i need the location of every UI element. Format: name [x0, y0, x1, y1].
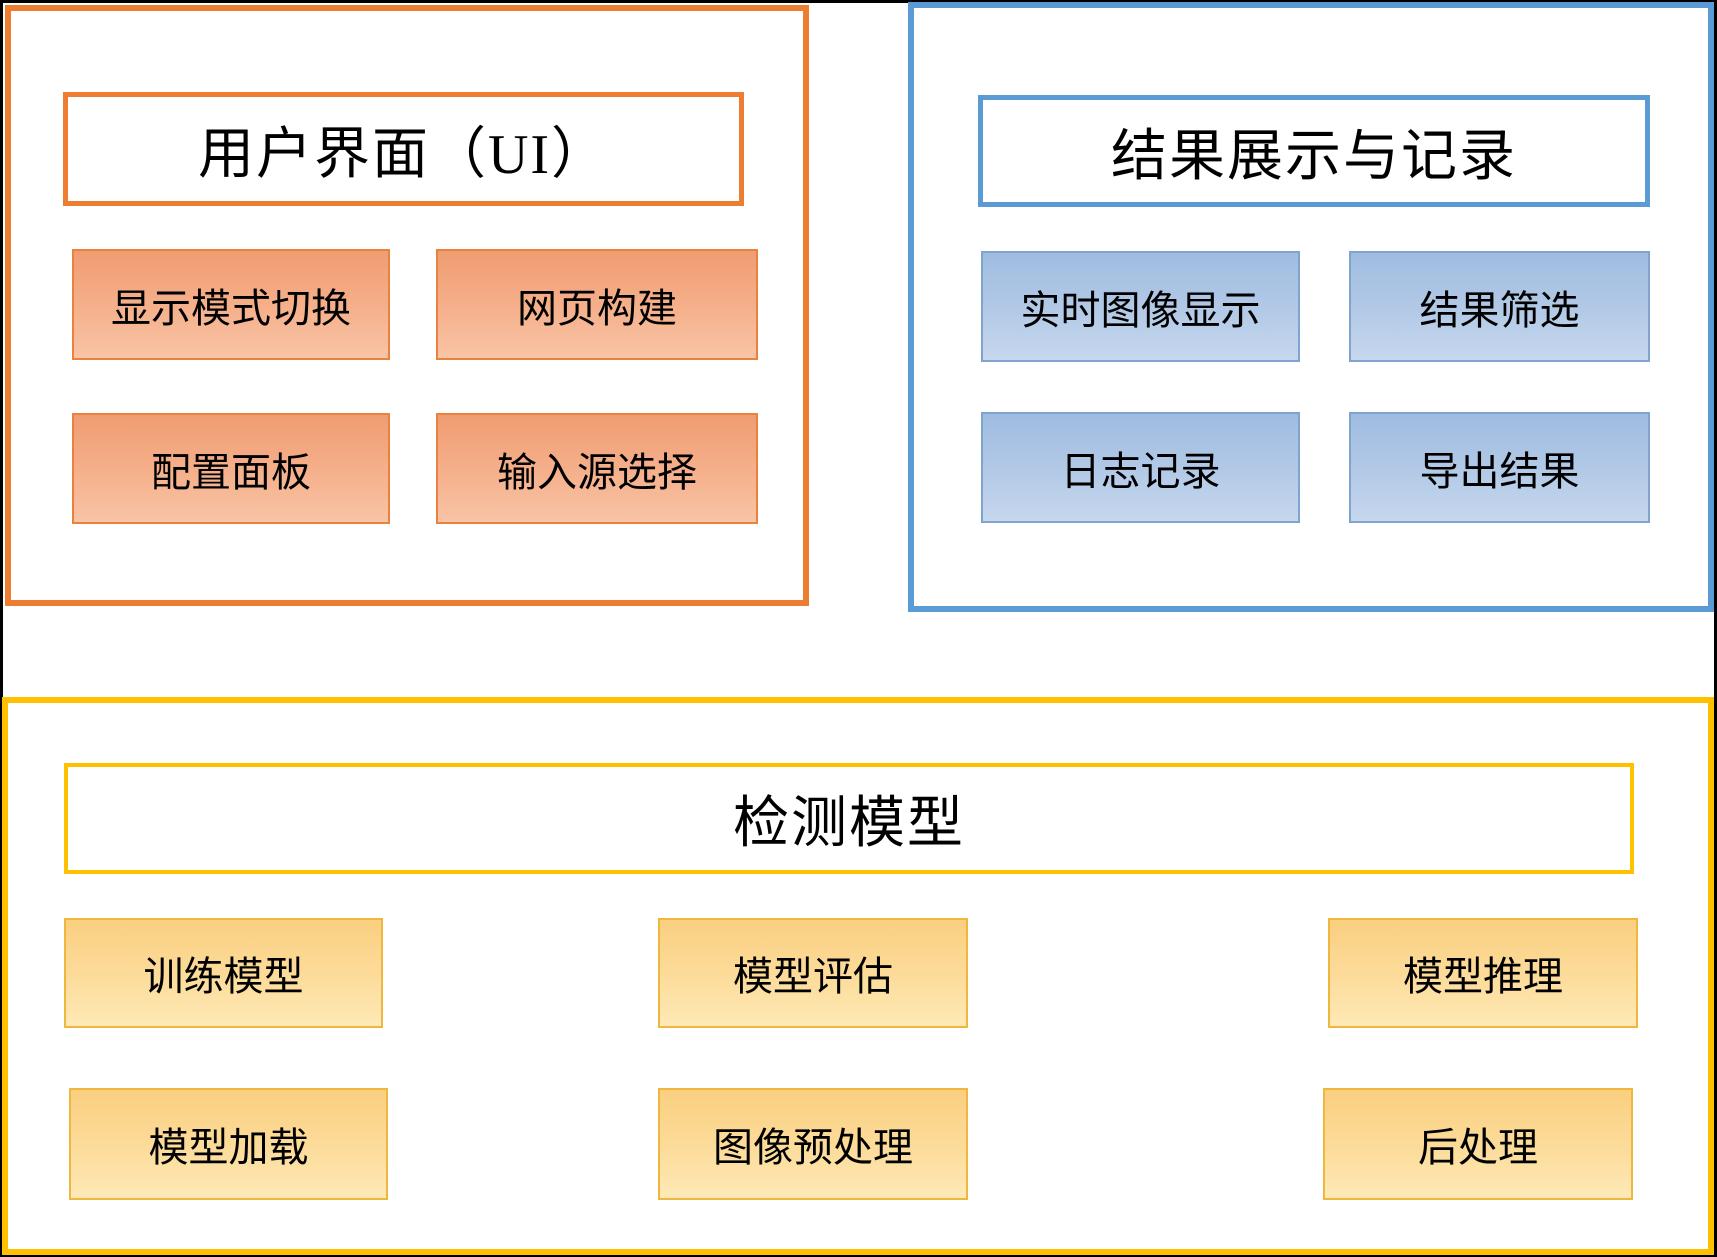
- box-web-page-build: 网页构建: [436, 249, 758, 360]
- box-image-preprocess: 图像预处理: [658, 1088, 968, 1200]
- section-user-interface: 用户界面（UI） 显示模式切换 网页构建 配置面板 输入源选择: [5, 5, 809, 606]
- section-title-label: 结果展示与记录: [1111, 125, 1517, 188]
- box-label: 训练模型: [143, 954, 304, 999]
- box-model-inference: 模型推理: [1328, 918, 1638, 1028]
- box-label: 显示模式切换: [111, 285, 351, 331]
- box-export-results: 导出结果: [1349, 412, 1650, 523]
- section-title-user-interface: 用户界面（UI）: [63, 92, 744, 206]
- box-label: 导出结果: [1419, 448, 1580, 494]
- box-config-panel: 配置面板: [72, 413, 390, 524]
- box-log-record: 日志记录: [981, 412, 1300, 523]
- section-title-label: 用户界面（UI）: [197, 123, 610, 186]
- box-input-source-select: 输入源选择: [436, 413, 758, 524]
- section-title-detection-model: 检测模型: [64, 763, 1634, 874]
- box-label: 模型加载: [148, 1125, 309, 1170]
- section-title-label: 检测模型: [733, 793, 965, 855]
- box-label: 实时图像显示: [1020, 287, 1261, 333]
- box-model-evaluation: 模型评估: [658, 918, 968, 1028]
- box-label: 网页构建: [517, 285, 677, 331]
- section-title-result-display-record: 结果展示与记录: [978, 95, 1650, 207]
- box-realtime-image-display: 实时图像显示: [981, 251, 1300, 362]
- box-label: 图像预处理: [713, 1125, 913, 1170]
- section-result-display-record: 结果展示与记录 实时图像显示 结果筛选 日志记录 导出结果: [908, 2, 1714, 612]
- box-label: 模型评估: [733, 954, 893, 999]
- box-label: 日志记录: [1060, 448, 1221, 494]
- box-display-mode-switch: 显示模式切换: [72, 249, 390, 360]
- box-result-filter: 结果筛选: [1349, 251, 1650, 362]
- box-model-load: 模型加载: [69, 1088, 388, 1200]
- box-label: 配置面板: [151, 449, 311, 495]
- box-label: 结果筛选: [1419, 287, 1580, 333]
- section-detection-model: 检测模型 训练模型 模型评估 模型推理 模型加载 图像预处理 后处理: [2, 697, 1714, 1255]
- box-postprocess: 后处理: [1323, 1088, 1633, 1200]
- box-label: 输入源选择: [497, 449, 697, 495]
- box-label: 后处理: [1418, 1125, 1538, 1170]
- box-train-model: 训练模型: [64, 918, 383, 1028]
- box-label: 模型推理: [1403, 954, 1563, 999]
